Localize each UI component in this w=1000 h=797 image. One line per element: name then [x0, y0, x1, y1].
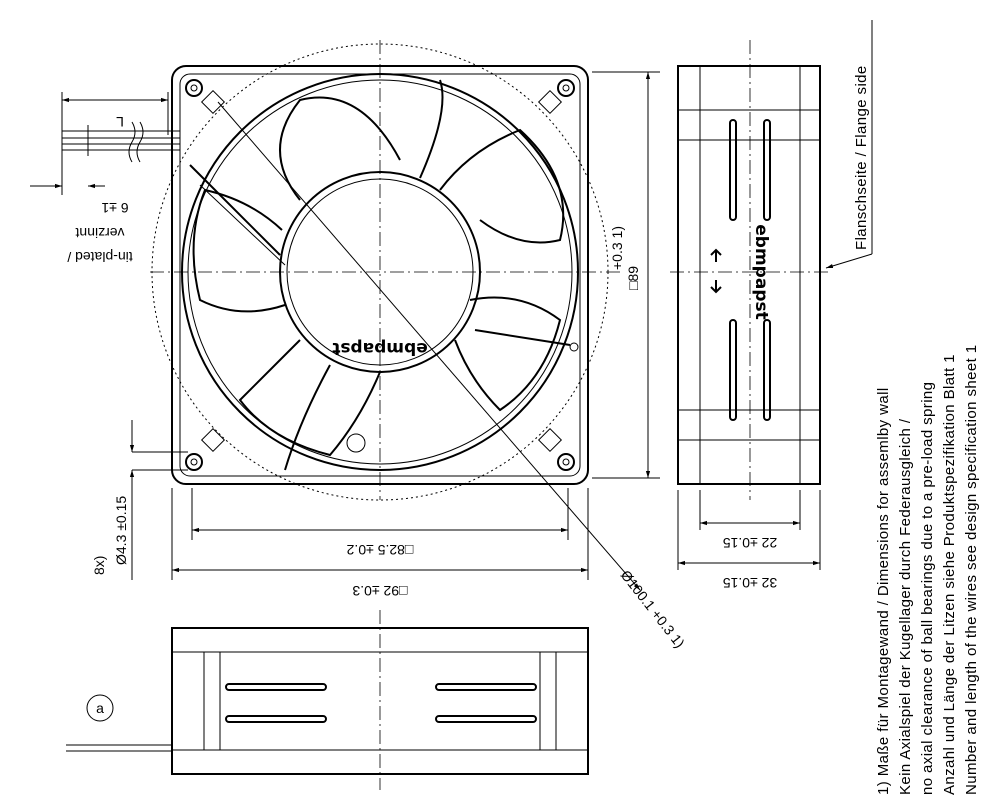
side-logo: ebmpapst — [751, 224, 771, 319]
note-3: no axial clearance of ball bearings due … — [919, 382, 936, 795]
dim-hole-dia: Ø4.3 ±0.15 — [113, 496, 129, 565]
notes: 1) Maße für Montagewand / Dimensions for… — [875, 345, 980, 795]
side-view: ebmpapst Flanschseite / Flange side 22 ±… — [670, 20, 873, 591]
note-4: Anzahl und Länge der Litzen siehe Produk… — [941, 354, 958, 795]
dim-22: 22 ±0.15 — [723, 535, 778, 551]
tin-label-1: tin-plated / — [67, 249, 132, 265]
front-dimensions: □82.5 ±0.2 □92 ±0.3 □89 +0.3 1) Ø100.1 +… — [91, 71, 688, 651]
note-2: Kein Axialspiel der Kugellager durch Fed… — [897, 418, 914, 795]
dim-89: □89 — [625, 266, 641, 290]
note-5: Number and length of the wires see desig… — [963, 345, 980, 795]
wires: L 6 ±1 verzinnt tin-plated / — [30, 92, 180, 265]
tin-label-2: verzinnt — [75, 225, 124, 241]
dim-hole-count: 8x) — [91, 556, 107, 575]
dim-100-1: Ø100.1 +0.3 1) — [618, 567, 688, 651]
note-1: 1) Maße für Montagewand / Dimensions for… — [875, 387, 892, 795]
dim-82-5: □82.5 ±0.2 — [346, 542, 413, 558]
dim-89-tol: +0.3 1) — [609, 226, 625, 270]
dim-32: 32 ±0.15 — [723, 575, 778, 591]
bottom-view: a — [66, 610, 589, 790]
front-view: ebmpapst — [150, 40, 641, 591]
dim-92: □92 ±0.3 — [352, 583, 407, 599]
flange-side-label: Flanschseite / Flange side — [853, 65, 870, 250]
hub-logo: ebmpapst — [332, 338, 427, 358]
dim-wire-length: L — [116, 114, 124, 130]
callout-a: a — [96, 700, 104, 716]
dim-strip-length: 6 ±1 — [101, 200, 128, 216]
